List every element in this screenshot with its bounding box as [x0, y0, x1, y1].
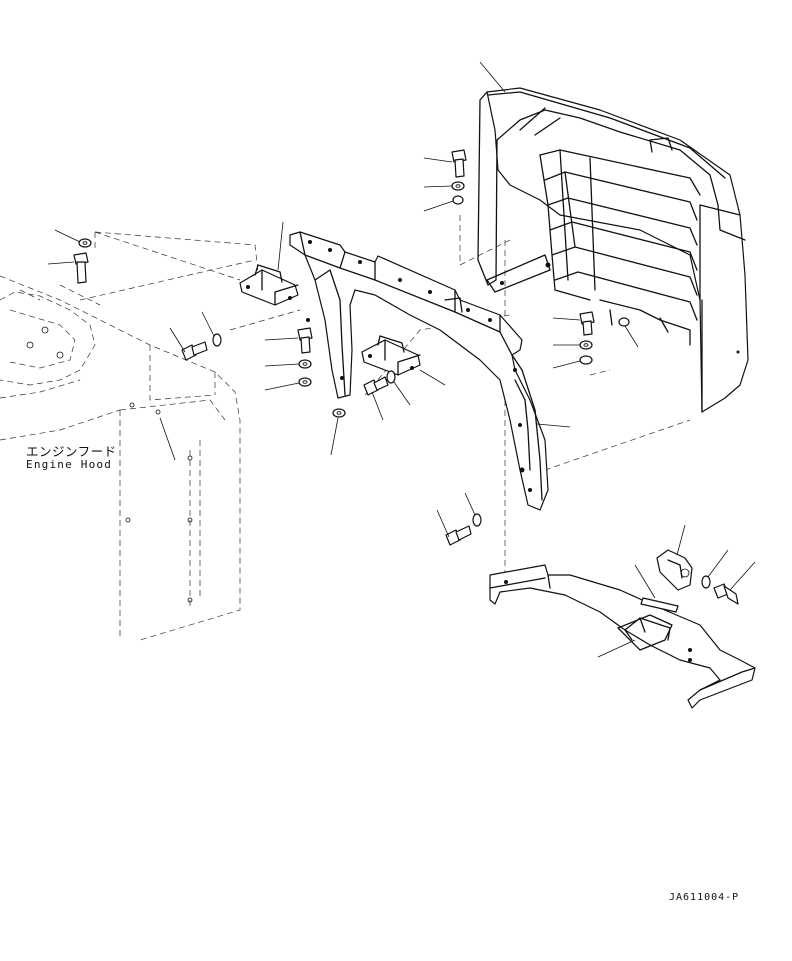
bolt-fastener — [264, 327, 313, 354]
engine-hood-label-en: Engine Hood — [26, 458, 113, 471]
bolt-fastener — [423, 149, 467, 178]
grille-support-frame-part — [289, 231, 571, 511]
bolt-fastener — [169, 327, 208, 361]
washer-fastener — [464, 492, 482, 527]
washer-fastener — [423, 181, 465, 191]
latch-part — [656, 524, 693, 591]
nut-fastener — [423, 195, 464, 212]
hinge-left-part — [239, 221, 299, 306]
engine-hood-label-jp: エンジンフード — [26, 444, 117, 459]
bolt-fastener — [47, 252, 89, 284]
nut-fastener — [330, 408, 346, 456]
washer-fastener — [54, 229, 92, 248]
washer-fastener — [264, 377, 312, 391]
washer-fastener — [201, 311, 222, 347]
bolt-fastener — [363, 376, 389, 421]
bolt-fastener — [436, 509, 472, 546]
radiator-grille-part — [477, 61, 749, 413]
nut-fastener — [618, 317, 639, 348]
nut-fastener — [552, 355, 593, 369]
hinge-center-part — [361, 335, 446, 386]
rubber-strip-part — [634, 564, 679, 613]
nut-fastener — [264, 359, 312, 369]
drawing-code-label: JA611004-P — [669, 892, 740, 903]
washer-fastener — [701, 549, 729, 589]
lower-mount-bracket-part — [489, 564, 756, 709]
bolt-fastener — [713, 561, 756, 605]
washer-fastener — [553, 340, 593, 350]
bolt-fastener — [552, 311, 595, 336]
engine-hood-part — [0, 275, 241, 641]
washer-fastener — [386, 370, 411, 406]
